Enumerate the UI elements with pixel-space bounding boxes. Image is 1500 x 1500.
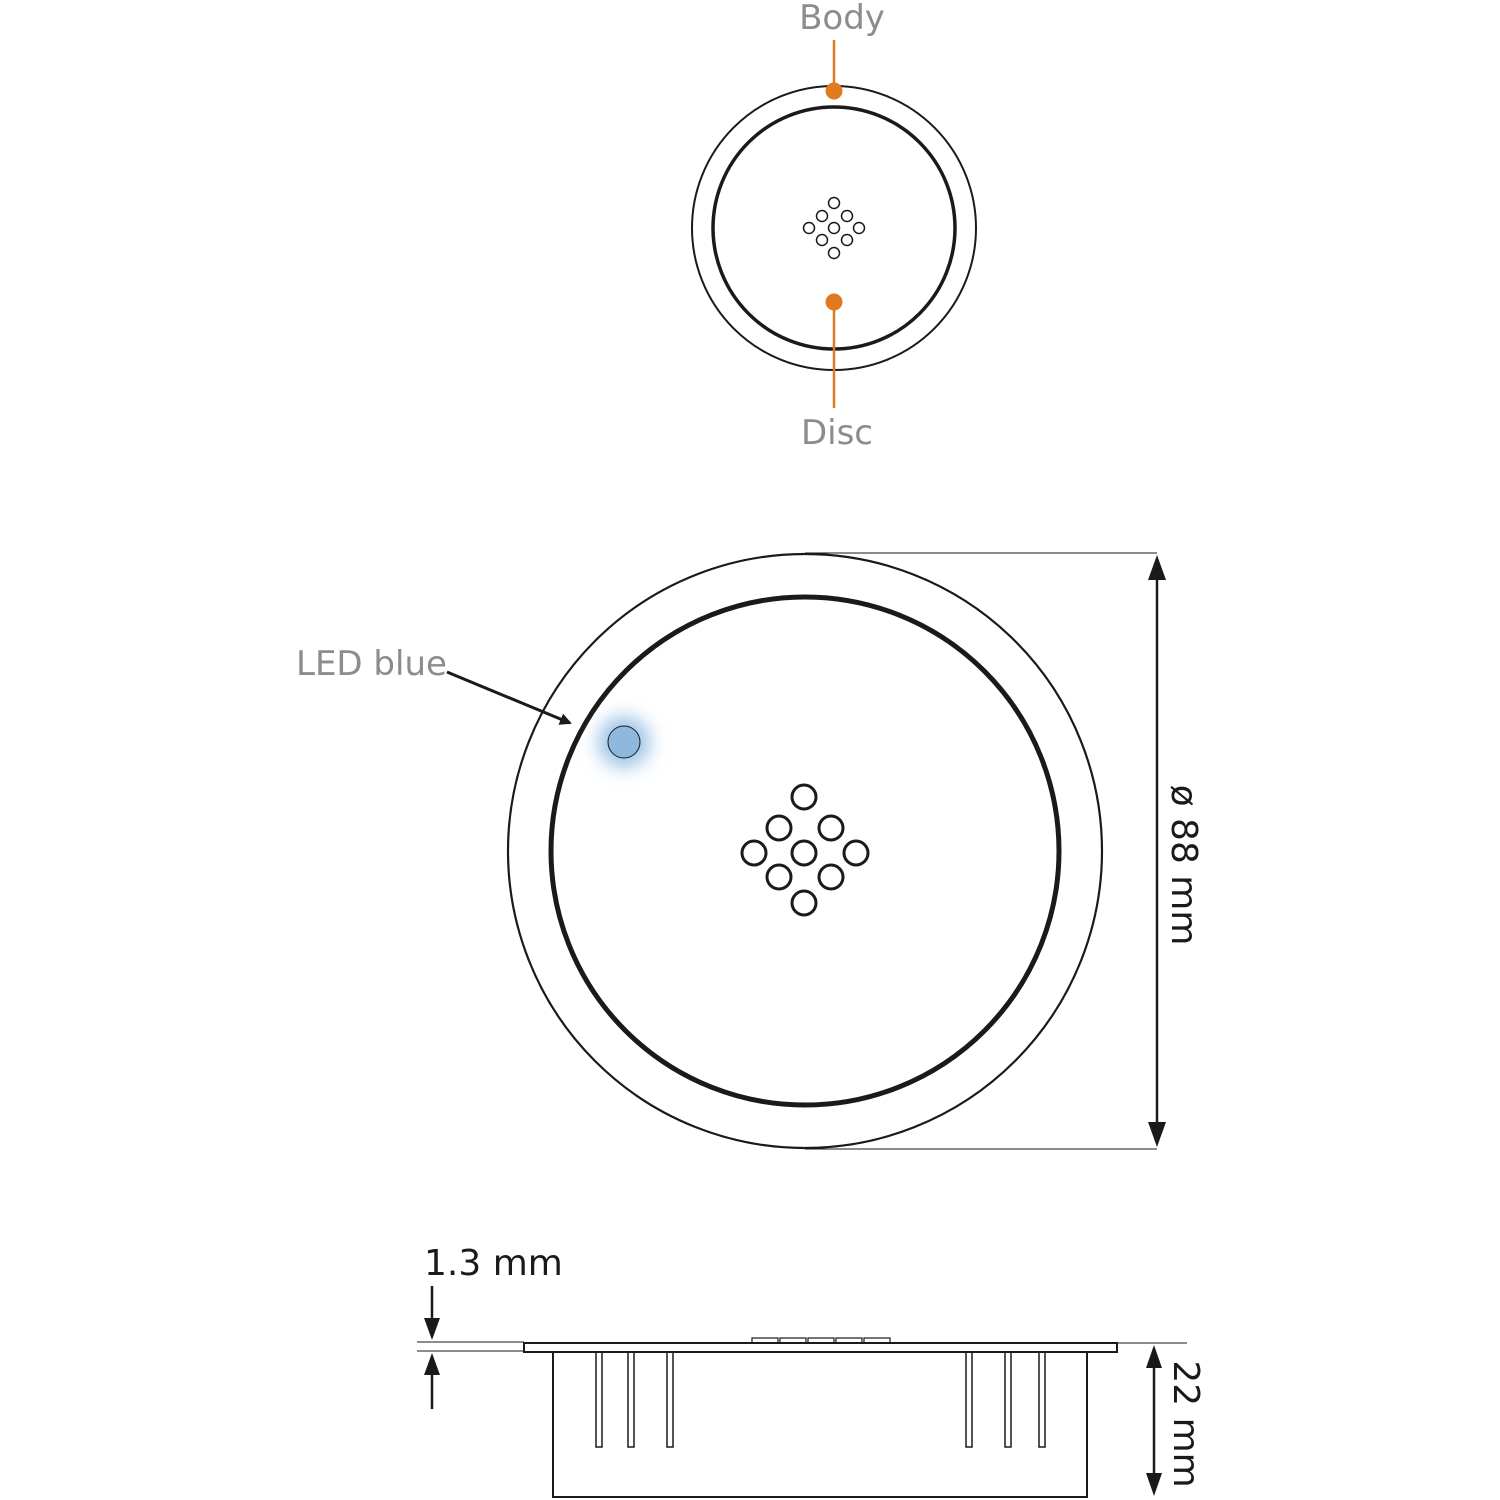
led-indicator (598, 716, 650, 768)
small-key (827, 246, 841, 260)
diameter-dimension (805, 552, 1166, 1150)
large-keypad (740, 783, 870, 917)
body-callout-dot (825, 82, 843, 100)
small-key (840, 233, 854, 247)
keypad-button (765, 863, 793, 891)
small-key (827, 196, 841, 210)
led-callout-arrow (446, 670, 572, 725)
keypad-button (842, 839, 870, 867)
small-key (852, 221, 866, 235)
large-disc-ring (548, 594, 1062, 1108)
small-top-view: Body Disc (691, 0, 977, 453)
large-front-view: LED blue ø 88 mm (296, 552, 1204, 1150)
side-pins-right (965, 1351, 1046, 1448)
keypad-button (817, 814, 845, 842)
height-arrow-bottom (1146, 1473, 1162, 1496)
small-key (827, 221, 841, 235)
height-label: 22 mm (1165, 1360, 1206, 1487)
thickness-arrow-down-head (424, 1318, 440, 1340)
large-body-ring (506, 552, 1104, 1150)
diameter-arrow-top (1148, 555, 1166, 580)
keypad-button (817, 863, 845, 891)
diameter-label: ø 88 mm (1163, 785, 1204, 946)
keypad-button (790, 889, 818, 917)
height-arrow-top (1146, 1345, 1162, 1368)
side-pins-left (595, 1351, 674, 1448)
side-top-plate (523, 1342, 1118, 1353)
body-label: Body (799, 0, 885, 38)
diameter-arrow-bottom (1148, 1122, 1166, 1147)
keypad-button (765, 814, 793, 842)
thickness-label: 1.3 mm (424, 1243, 563, 1284)
small-key (840, 209, 854, 223)
keypad-button (790, 839, 818, 867)
disc-label: Disc (801, 413, 873, 453)
led-label: LED blue (296, 644, 447, 684)
thickness-arrow-up-head (424, 1353, 440, 1375)
height-dimension (1087, 1342, 1187, 1496)
disc-callout-dot (825, 293, 843, 311)
small-keypad (802, 196, 866, 260)
thickness-dimension (417, 1286, 524, 1409)
small-key (815, 209, 829, 223)
led-lens (607, 725, 641, 759)
small-key (802, 221, 816, 235)
keypad-button (790, 783, 818, 811)
keypad-button (740, 839, 768, 867)
side-body (552, 1352, 1088, 1498)
side-view (417, 1286, 1187, 1498)
small-key (815, 233, 829, 247)
